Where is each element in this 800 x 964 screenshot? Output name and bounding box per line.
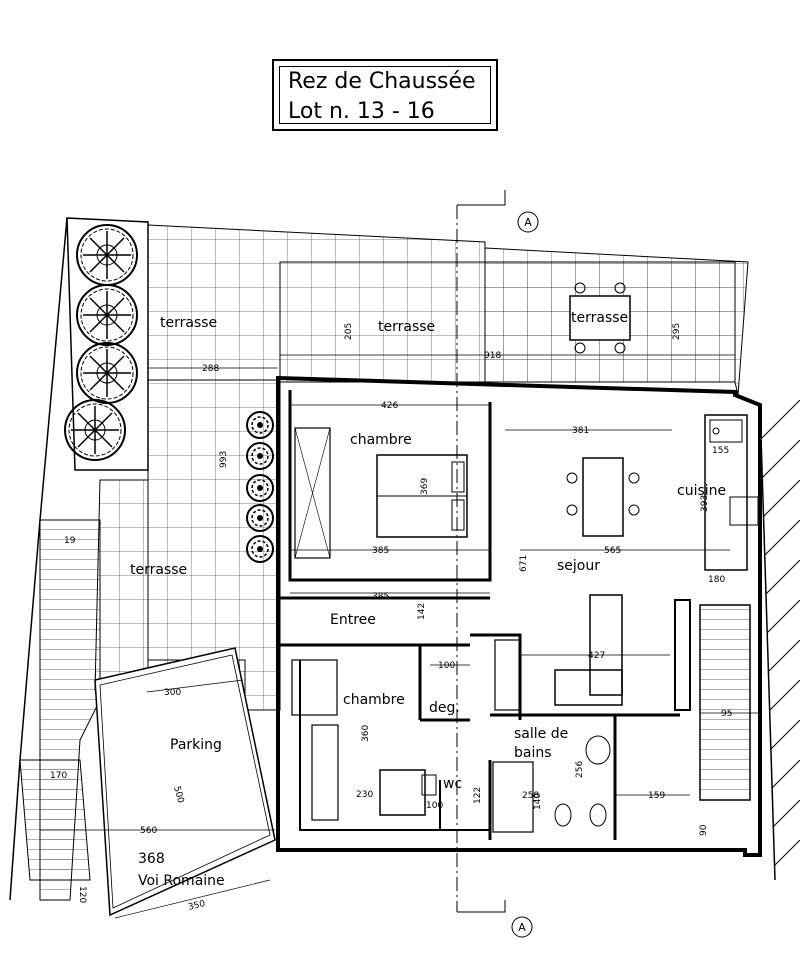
section-marker-top: A xyxy=(524,216,532,229)
dim-95: 95 xyxy=(721,709,732,719)
dim-159: 159 xyxy=(648,791,665,801)
sofa xyxy=(494,594,623,711)
label-bains: bains xyxy=(514,745,552,761)
tree-icon xyxy=(76,342,138,404)
dimension-lines xyxy=(40,354,758,919)
tree-icon xyxy=(64,399,126,461)
dim-360: 360 xyxy=(361,725,371,742)
dim-560: 560 xyxy=(140,826,157,836)
section-marker-bottom: A xyxy=(518,921,526,934)
dining-table xyxy=(566,282,640,537)
dim-122: 122 xyxy=(473,787,483,804)
dim-180: 180 xyxy=(708,575,725,585)
dim-256: 256 xyxy=(575,761,585,778)
parking-area xyxy=(94,647,276,917)
dim-142: 142 xyxy=(417,603,427,620)
dim-170: 170 xyxy=(50,771,67,781)
dim-385-outer: 385 xyxy=(372,592,389,602)
label-chambre-1: chambre xyxy=(350,432,412,448)
label-terrasse-south: terrasse xyxy=(130,562,187,578)
label-chambre-2: chambre xyxy=(343,692,405,708)
dim-500: 500 xyxy=(171,785,185,804)
dim-385-inner: 385 xyxy=(372,546,389,556)
dim-140: 140 xyxy=(533,793,543,810)
dim-120: 120 xyxy=(77,886,87,903)
dimension-labels: 918 295 205 288 426 381 155 993 369 385 … xyxy=(50,323,732,913)
garden-strip xyxy=(64,217,149,471)
label-deg: deg. xyxy=(429,700,460,716)
dim-427: 427 xyxy=(588,651,605,661)
label-address-number: 368 xyxy=(138,851,165,867)
dim-205: 205 xyxy=(344,323,354,340)
site-hatching xyxy=(759,395,800,881)
dim-381: 381 xyxy=(572,426,589,436)
dim-671: 671 xyxy=(519,555,529,572)
left-stair xyxy=(9,217,101,901)
dim-100-wc: 100 xyxy=(426,801,443,811)
label-terrasse-east: terrasse xyxy=(571,310,628,326)
lot-number: Lot n. 13 - 16 xyxy=(288,99,435,124)
dim-90: 90 xyxy=(699,824,709,836)
bed-1 xyxy=(294,427,468,559)
dim-100-deg: 100 xyxy=(438,661,455,671)
label-parking: Parking xyxy=(170,737,222,753)
section-line: A A xyxy=(456,190,539,938)
building-walls xyxy=(276,375,762,857)
dim-369: 369 xyxy=(420,478,430,495)
label-sejour: sejour xyxy=(557,558,600,574)
plan-title: Rez de Chaussée xyxy=(288,69,476,94)
dim-295: 295 xyxy=(672,323,682,340)
dim-393: 393 xyxy=(700,495,710,512)
tree-icon xyxy=(76,224,138,286)
dim-300: 300 xyxy=(164,688,181,698)
dim-288: 288 xyxy=(202,364,219,374)
label-address-street: Voi Romaine xyxy=(138,873,225,889)
room-labels: terrasse terrasse terrasse terrasse cham… xyxy=(130,310,726,889)
dim-565: 565 xyxy=(604,546,621,556)
label-cuisine: cuisine xyxy=(677,483,726,499)
title-block: Rez de Chaussée Lot n. 13 - 16 xyxy=(272,59,498,131)
label-wc: wc xyxy=(443,776,462,792)
label-terrasse-north: terrasse xyxy=(378,319,435,335)
label-salle-de: salle de xyxy=(514,726,568,742)
terrace-paving xyxy=(94,224,749,711)
label-terrasse-west: terrasse xyxy=(160,315,217,331)
bathroom-fixtures xyxy=(421,735,611,833)
dim-918: 918 xyxy=(484,351,501,361)
dim-426: 426 xyxy=(381,401,398,411)
dim-258: 258 xyxy=(522,791,539,801)
label-entree: Entree xyxy=(330,612,376,628)
dim-19: 19 xyxy=(64,536,76,546)
dim-350: 350 xyxy=(187,899,206,913)
dim-155: 155 xyxy=(712,446,729,456)
tree-icon xyxy=(76,284,138,346)
dim-230: 230 xyxy=(356,790,373,800)
kitchen-counter xyxy=(704,414,759,571)
dim-993: 993 xyxy=(219,451,229,468)
bed-2 xyxy=(291,659,426,821)
